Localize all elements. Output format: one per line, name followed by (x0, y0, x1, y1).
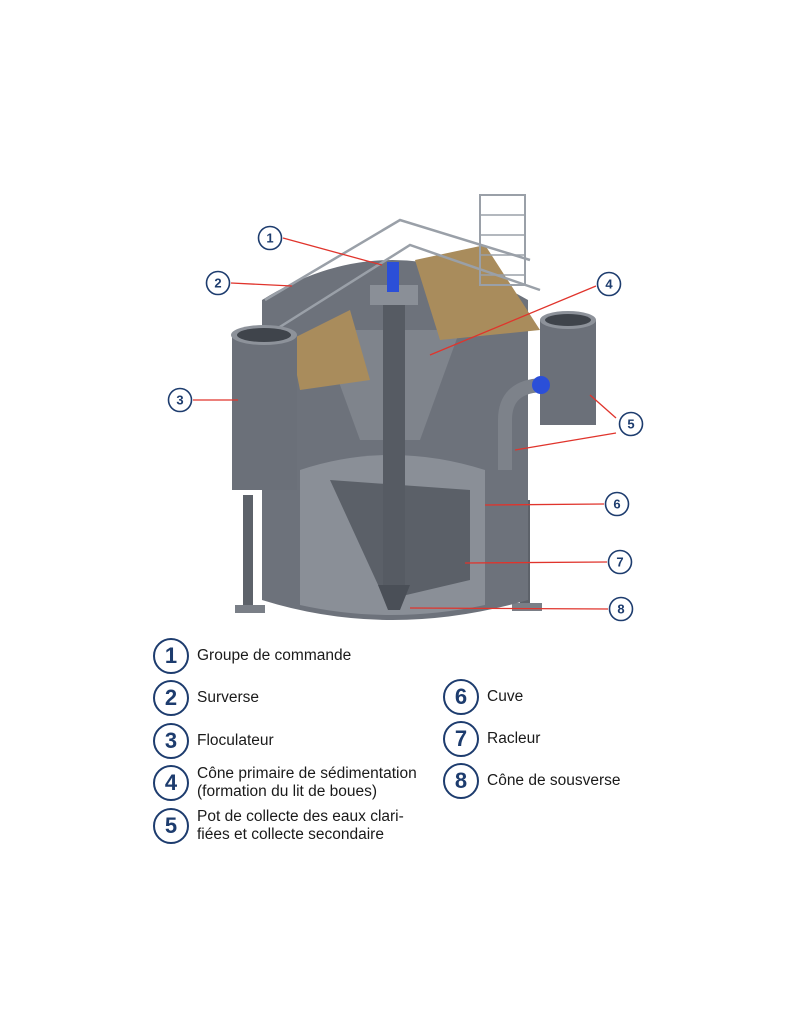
legend-number: 2 (153, 680, 189, 716)
callout-2: 2 (214, 276, 221, 291)
legend-item: 2 Surverse (153, 680, 259, 716)
legend-label: Groupe de commande (197, 647, 352, 664)
legend-label: Racleur (487, 730, 541, 747)
legend-number: 6 (443, 679, 479, 715)
callout-8: 8 (617, 602, 624, 617)
legend-label: Surverse (197, 689, 260, 706)
legend-item: 8 Cône de sousverse (443, 763, 621, 799)
callout-markers (167, 225, 644, 622)
legend-number: 7 (443, 721, 479, 757)
callout-lines (193, 237, 617, 610)
legend-label: Floculateur (197, 732, 274, 749)
callout-3: 3 (176, 393, 183, 408)
legend-number: 4 (153, 765, 189, 801)
legend-item: 1 Groupe de commande (153, 638, 351, 674)
clarifier-illustration (231, 194, 596, 620)
legend-label: Pot de collecte des eaux clari- fiées et… (197, 808, 404, 843)
callout-4: 4 (605, 277, 613, 292)
callout-5: 5 (627, 417, 634, 432)
legend-item: 7 Racleur (443, 721, 540, 757)
callout-7: 7 (616, 555, 623, 570)
legend-label: Cône primaire de sédimentation (formatio… (197, 765, 417, 800)
callout-6: 6 (613, 497, 620, 512)
legend-number: 1 (153, 638, 189, 674)
legend-label: Cuve (487, 688, 524, 705)
callout-1: 1 (266, 231, 273, 246)
clarifier-diagram: 1 2 3 4 5 6 7 8 (167, 194, 644, 622)
legend-item: 3 Floculateur (153, 723, 274, 759)
legend-label: Cône de sousverse (487, 772, 621, 789)
legend-number: 8 (443, 763, 479, 799)
legend-number: 5 (153, 808, 189, 844)
legend-number: 3 (153, 723, 189, 759)
legend-item: 6 Cuve (443, 679, 523, 715)
